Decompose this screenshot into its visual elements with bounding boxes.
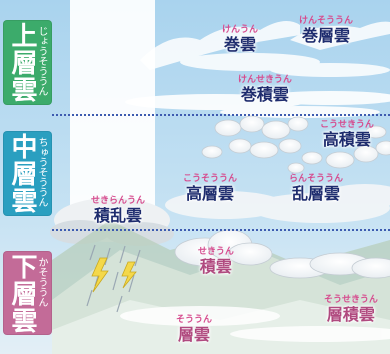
lower-layer-reading: かそううん bbox=[36, 257, 47, 307]
nimbostratus-label: らんそううん 乱層雲 bbox=[289, 174, 344, 203]
middle-layer-title: 中層雲 bbox=[7, 133, 37, 214]
stratus-cloud bbox=[120, 306, 390, 342]
cirrus-label: けんうん 巻雲 bbox=[222, 25, 259, 54]
middle-lower-divider bbox=[52, 229, 390, 231]
middle-layer-reading: ちゅうそううん bbox=[36, 137, 47, 207]
altocumulus-puffs bbox=[201, 115, 390, 174]
cumulonimbus-tower bbox=[50, 0, 174, 246]
cirrocumulus-label: けんせきうん 巻積雲 bbox=[238, 75, 292, 104]
upper-middle-divider bbox=[52, 114, 390, 116]
stratocumulus-cloud bbox=[269, 252, 390, 279]
upper-layer-label: 上層雲 じょうそううん bbox=[3, 20, 52, 105]
cirrostratus-label: けんそううん 巻層雲 bbox=[299, 16, 354, 45]
mid-layer-clouds bbox=[165, 184, 390, 223]
cumulonimbus-label: せきらんうん 積乱雲 bbox=[91, 196, 146, 225]
altostratus-label: こうそううん 高層雲 bbox=[183, 174, 238, 203]
stratocumulus-label: そうせきうん 層積雲 bbox=[324, 295, 378, 324]
lightning-icon bbox=[91, 257, 137, 293]
lower-layer-title: 下層雲 bbox=[7, 252, 37, 334]
cirrus-wisps bbox=[140, 21, 390, 77]
upper-layer-reading: じょうそううん bbox=[36, 26, 47, 96]
cumulus-label: せきうん 積雲 bbox=[198, 247, 234, 276]
stratus-label: そううん 層雲 bbox=[176, 315, 213, 344]
altocumulus-label: こうせきうん 高積雲 bbox=[320, 120, 374, 149]
cumulus-cloud bbox=[174, 229, 273, 267]
lower-layer-label: 下層雲 かそううん bbox=[3, 251, 52, 335]
middle-layer-label: 中層雲 ちゅうそううん bbox=[3, 131, 52, 216]
upper-layer-title: 上層雲 bbox=[7, 22, 37, 103]
